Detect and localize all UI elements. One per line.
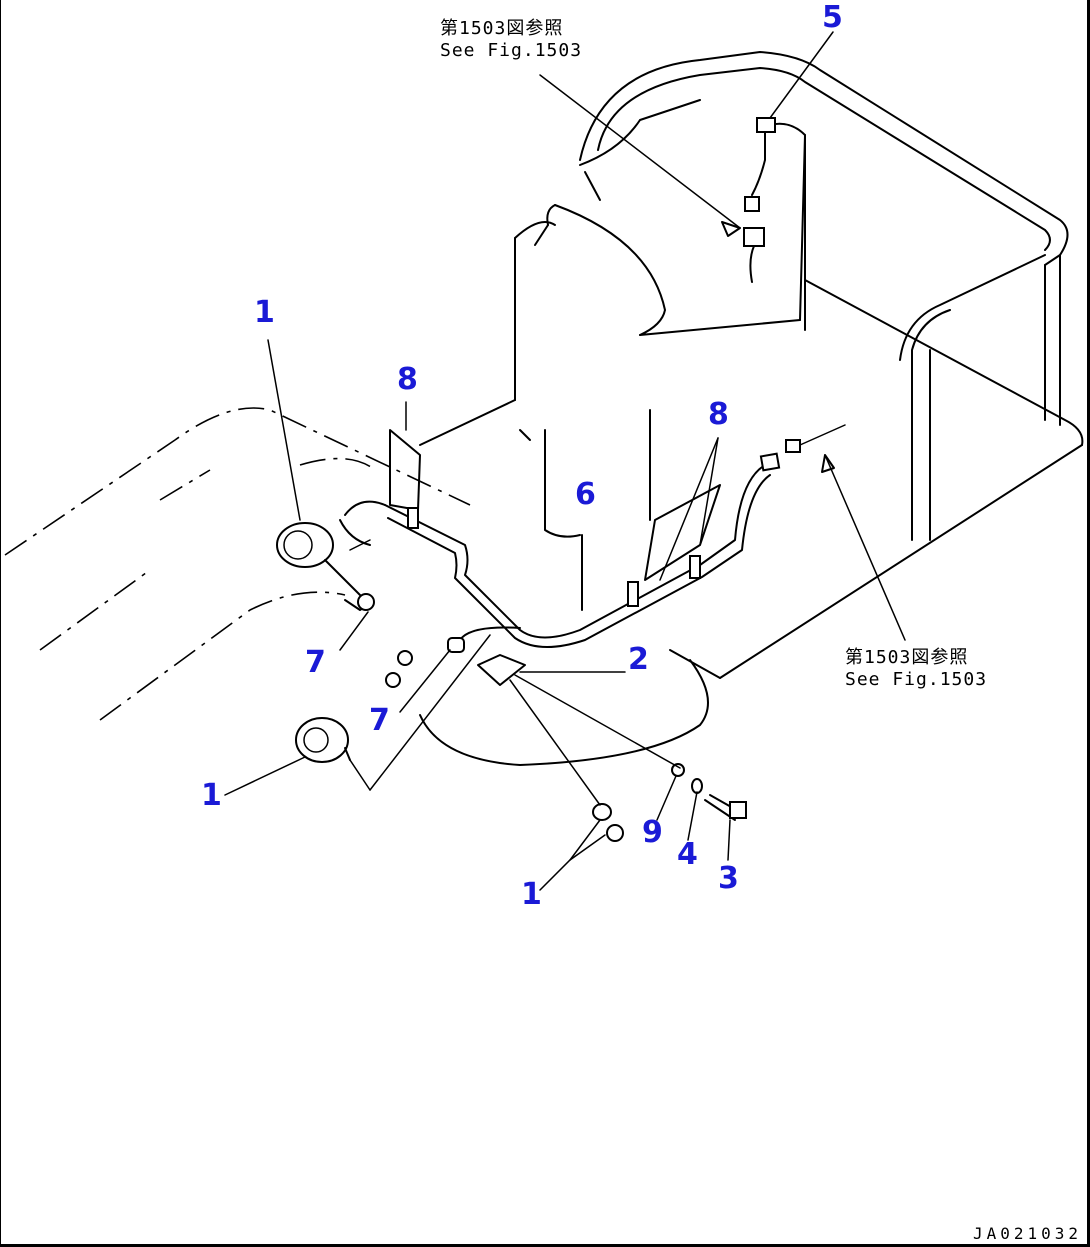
callout-5-connector: 5 [822,0,843,35]
callout-7-upper: 7 [305,645,326,680]
wiring-harness [339,424,846,649]
reference-right-jp: 第1503図参照 [845,647,969,668]
callout-8-right-band: 8 [708,397,729,432]
reference-top-jp: 第1503図参照 [440,18,564,39]
callout-7-lower: 7 [369,703,390,738]
callout-9-washer: 9 [642,815,663,850]
frame-left-border [0,0,1,1247]
deck-outline [419,279,1084,766]
callout-1-lower-lamp: 1 [201,778,222,813]
harness-bands [389,429,721,607]
callout-2-bracket: 2 [628,642,649,677]
callout-8-left-band: 8 [397,362,418,397]
cab-outline [579,51,1069,541]
drawing-code: JA021032 [972,1224,1082,1243]
work-lamp-lower [295,717,351,763]
small-parts [385,637,747,842]
reference-note-right: 第1503図参照 See Fig.1503 [845,647,987,691]
work-lamp-upper [276,522,375,611]
leader-lines [224,31,906,891]
reference-right-en: See Fig.1503 [845,669,988,690]
reference-top-en: See Fig.1503 [440,40,583,61]
housing-box [514,122,806,611]
callout-3-bolt: 3 [718,861,739,896]
callout-6-harness: 6 [575,477,596,512]
reference-note-top: 第1503図参照 See Fig.1503 [440,18,582,62]
callout-1-upper-lamp: 1 [254,295,275,330]
connector-5 [743,117,776,283]
phantom-lines [4,407,471,721]
callout-4-washer: 4 [677,837,698,872]
callout-1-bottom-parts: 1 [521,877,542,912]
